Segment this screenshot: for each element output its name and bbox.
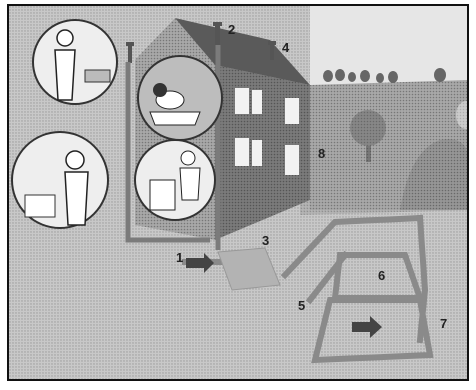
label-7: 7 — [440, 316, 447, 331]
label-3: 3 — [262, 233, 269, 248]
label-8: 8 — [318, 146, 325, 161]
inset-shaving — [12, 132, 108, 228]
inset-toilet — [135, 140, 215, 220]
label-5: 5 — [298, 298, 305, 313]
label-4: 4 — [282, 40, 290, 55]
inset-bath — [138, 56, 222, 140]
label-1: 1 — [176, 250, 183, 265]
inset-bathroom-sink — [33, 20, 117, 104]
label-6: 6 — [378, 268, 385, 283]
label-2: 2 — [228, 22, 235, 37]
